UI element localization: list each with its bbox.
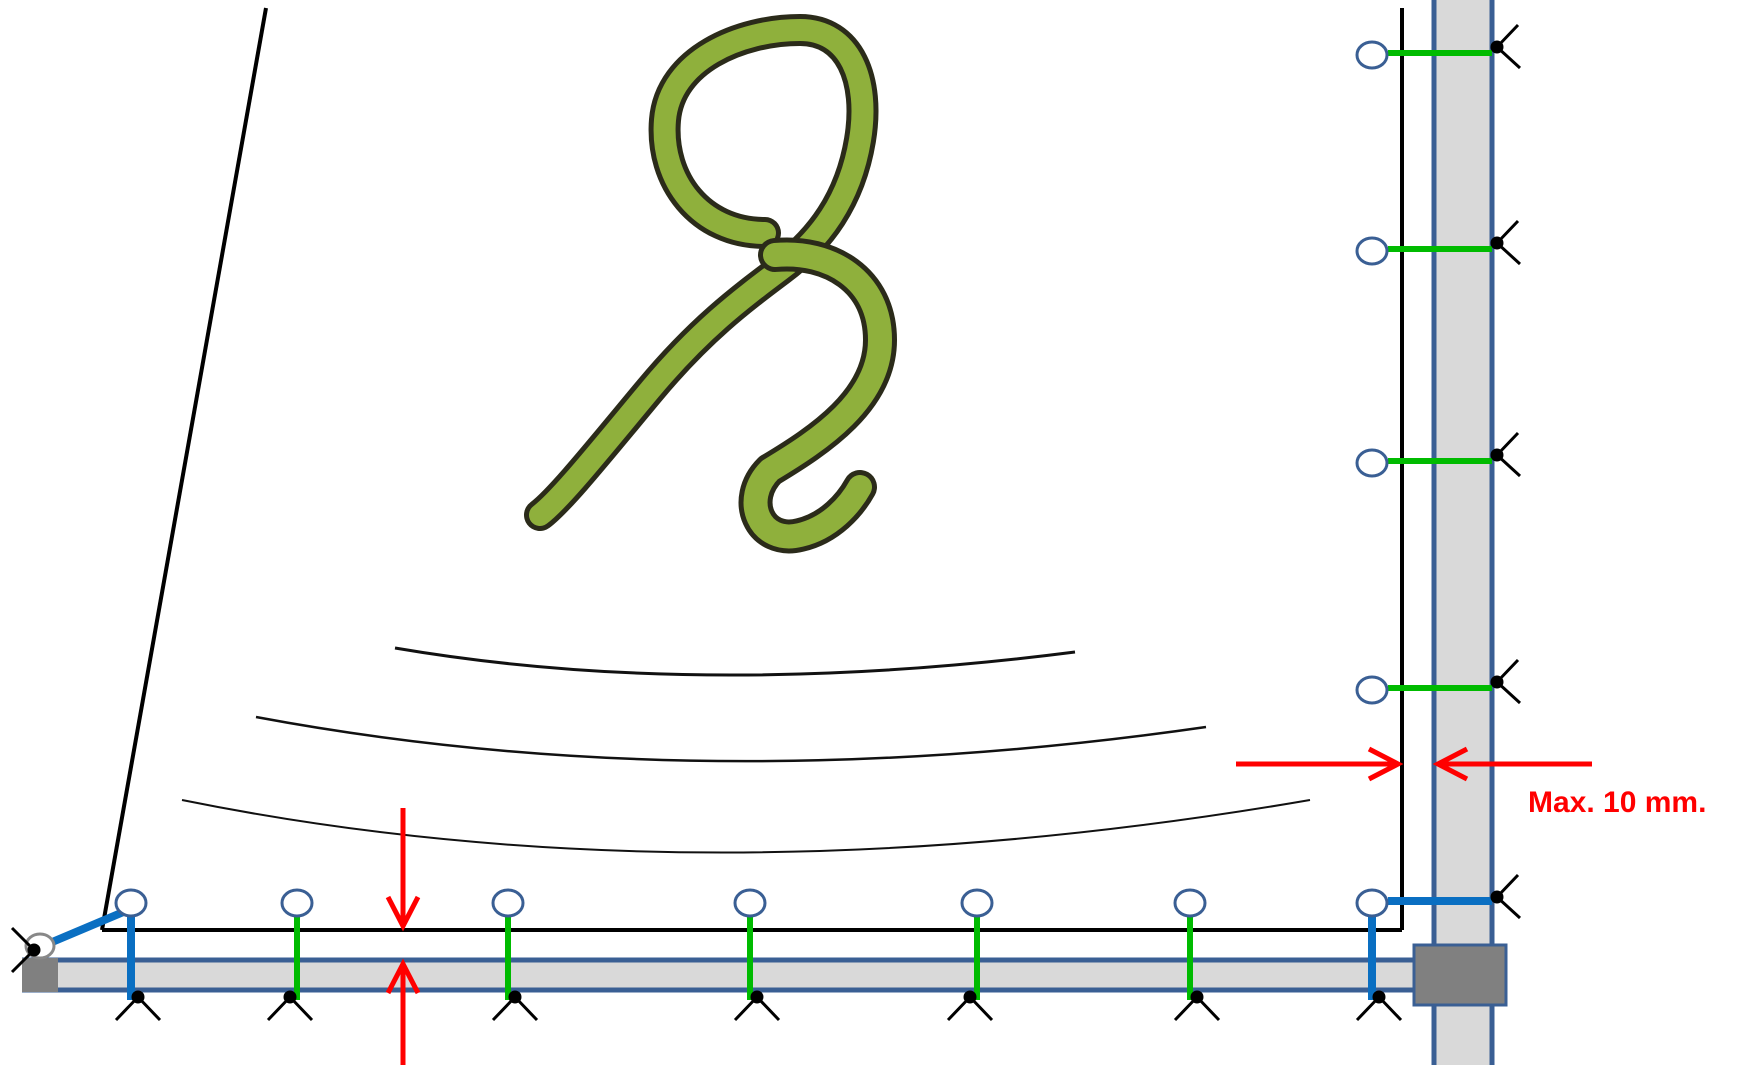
right-hooks [1490,23,1522,920]
bottom-ties [127,916,1376,1000]
right-spar [1431,0,1495,1065]
hook-icon [114,990,162,1022]
hook-icon [733,990,781,1022]
bottom-hooks [10,926,1403,1022]
hook-icon [946,990,994,1022]
arrow-icon [1432,746,1469,782]
sail-sag-curves [181,646,1311,854]
ring-icon [960,888,994,918]
arrow-icon [1367,746,1404,782]
horizontal-gap-dimension [1236,746,1592,782]
ring-icon [280,888,314,918]
ring-icon [1173,888,1207,918]
hook-icon [1490,431,1522,478]
ring-icon [1355,236,1389,266]
hook-icon [1173,990,1221,1022]
green-cursive-r-logo [524,14,897,554]
arrow-icon [385,958,421,995]
ring-icon [733,888,767,918]
max-gap-label: Max. 10 mm. [1528,786,1707,819]
ring-icon [1355,888,1389,918]
corner-block-right [1412,943,1508,1007]
ring-icon [114,888,148,918]
hook-icon [1490,873,1522,920]
ring-icon [491,888,525,918]
rings [24,40,1389,960]
hook-icon [1490,23,1522,70]
ring-icon [1355,448,1389,478]
corner-block-left [22,958,58,992]
hook-icon [10,926,41,974]
right-ties [1388,50,1492,905]
arrow-icon [385,895,421,932]
hook-icon [491,990,539,1022]
ring-icon [1355,40,1389,70]
hook-icon [266,990,314,1022]
hook-icon [1490,658,1522,705]
hook-icon [1355,990,1403,1022]
vertical-gap-dimension [385,808,421,1065]
bottom-spar [22,957,1442,993]
ring-icon [1355,675,1389,705]
hook-icon [1490,219,1522,266]
